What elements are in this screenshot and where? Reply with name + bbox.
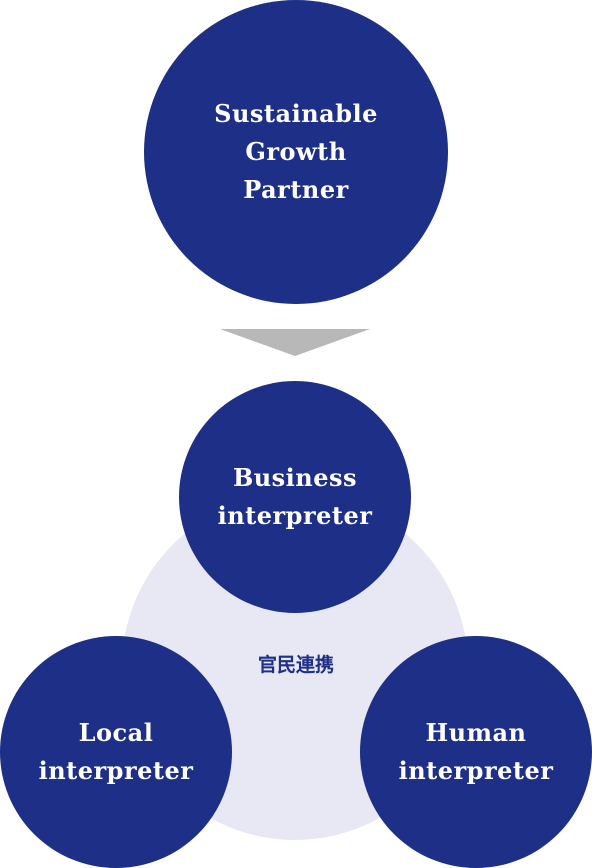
down-triangle-icon [220, 329, 370, 356]
business-interpreter-circle: Business interpreter [179, 381, 411, 613]
human-interpreter-label: Human interpreter [398, 718, 554, 785]
top-circle-label: Sustainable Growth Partner [214, 99, 378, 204]
local-interpreter-label: Local interpreter [38, 718, 194, 785]
business-interpreter-label: Business interpreter [217, 463, 373, 530]
sustainable-growth-partner-circle: Sustainable Growth Partner [144, 0, 448, 304]
human-interpreter-circle: Human interpreter [360, 636, 592, 868]
center-collaboration-label: 官民連携 [257, 654, 334, 676]
local-interpreter-circle: Local interpreter [0, 636, 232, 868]
